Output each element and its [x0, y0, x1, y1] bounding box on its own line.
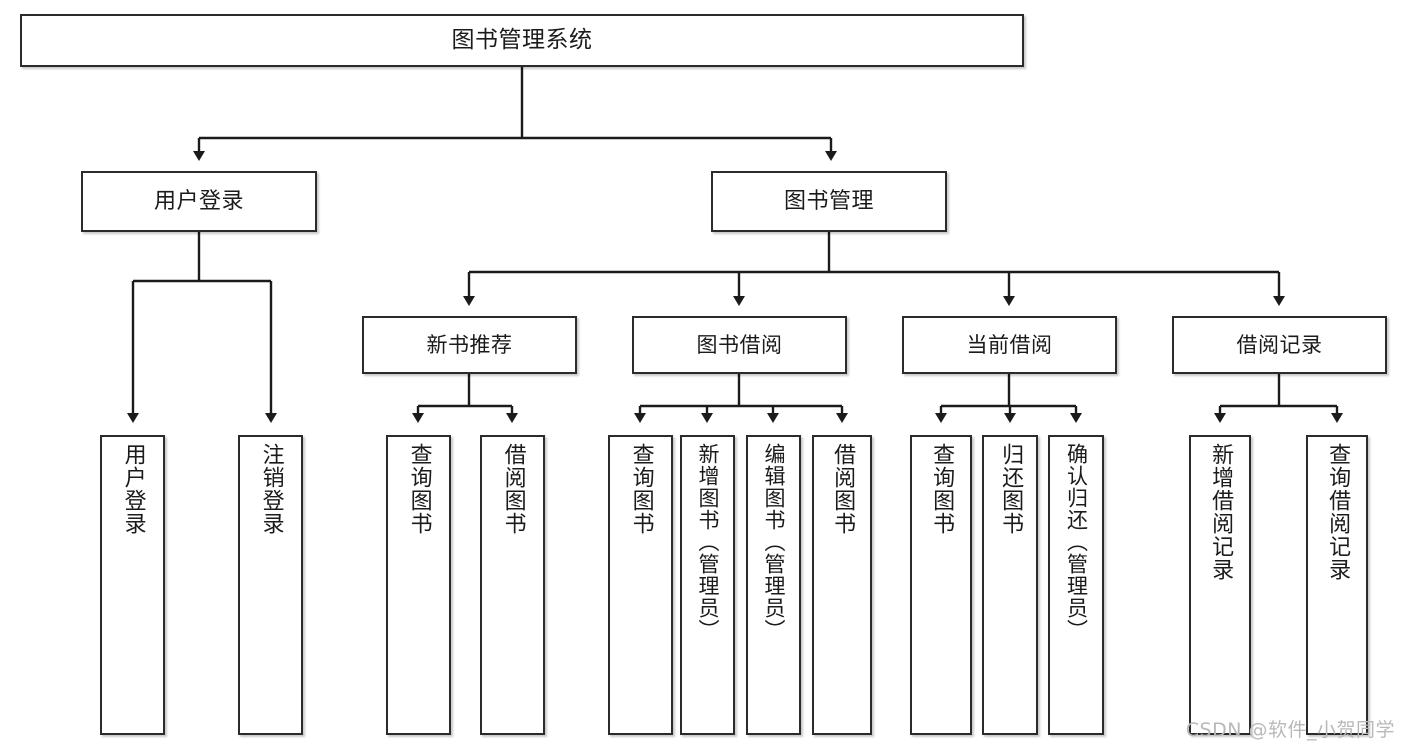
node-leaf-return-book-label: 归还图书: [998, 443, 1024, 535]
node-leaf-query-book-1[interactable]: 查询图书: [386, 435, 451, 735]
csdn-watermark: CSDN @软件_小贺同学: [1185, 719, 1395, 741]
node-book-borrow[interactable]: 图书借阅: [632, 316, 847, 374]
node-borrow-record-label: 借阅记录: [1236, 332, 1323, 357]
node-leaf-confirm-return[interactable]: 确认归还（管理员）: [1048, 435, 1104, 735]
node-book-manage[interactable]: 图书管理: [711, 171, 947, 232]
node-leaf-query-record[interactable]: 查询借阅记录: [1306, 435, 1368, 735]
node-user-login-label: 用户登录: [153, 188, 244, 214]
node-new-book-rec[interactable]: 新书推荐: [362, 316, 577, 374]
node-leaf-edit-book-label: 编辑图书（管理员）: [761, 443, 786, 641]
node-leaf-add-book-label: 新增图书（管理员）: [695, 443, 720, 641]
node-leaf-query-book-1-label: 查询图书: [406, 443, 432, 535]
node-user-login[interactable]: 用户登录: [81, 171, 317, 232]
node-leaf-user-logout[interactable]: 注销登录: [238, 435, 303, 735]
node-leaf-user-login[interactable]: 用户登录: [100, 435, 165, 735]
node-current-borrow[interactable]: 当前借阅: [902, 316, 1117, 374]
node-leaf-user-login-label: 用户登录: [120, 443, 146, 535]
node-leaf-add-book[interactable]: 新增图书（管理员）: [680, 435, 735, 735]
node-borrow-record[interactable]: 借阅记录: [1172, 316, 1387, 374]
node-current-borrow-label: 当前借阅: [966, 332, 1053, 357]
node-leaf-query-book-2-label: 查询图书: [628, 443, 654, 535]
node-leaf-query-book-3-label: 查询图书: [929, 443, 955, 535]
node-book-manage-label: 图书管理: [783, 188, 874, 214]
node-leaf-borrow-book-2[interactable]: 借阅图书: [812, 435, 872, 735]
node-leaf-query-record-label: 查询借阅记录: [1325, 443, 1351, 581]
node-leaf-borrow-book-1[interactable]: 借阅图书: [480, 435, 545, 735]
node-leaf-add-record-label: 新增借阅记录: [1208, 443, 1234, 581]
node-leaf-confirm-return-label: 确认归还（管理员）: [1064, 443, 1089, 641]
node-leaf-borrow-book-1-label: 借阅图书: [500, 443, 526, 535]
node-root-label: 图书管理系统: [451, 26, 593, 53]
node-leaf-borrow-book-2-label: 借阅图书: [830, 443, 856, 535]
node-leaf-return-book[interactable]: 归还图书: [982, 435, 1038, 735]
node-leaf-query-book-3[interactable]: 查询图书: [910, 435, 972, 735]
node-book-borrow-label: 图书借阅: [696, 332, 783, 357]
node-root[interactable]: 图书管理系统: [20, 14, 1024, 67]
node-leaf-add-record[interactable]: 新增借阅记录: [1189, 435, 1251, 735]
node-leaf-edit-book[interactable]: 编辑图书（管理员）: [746, 435, 801, 735]
node-leaf-user-logout-label: 注销登录: [258, 443, 284, 535]
node-leaf-query-book-2[interactable]: 查询图书: [608, 435, 673, 735]
node-new-book-rec-label: 新书推荐: [426, 332, 513, 357]
